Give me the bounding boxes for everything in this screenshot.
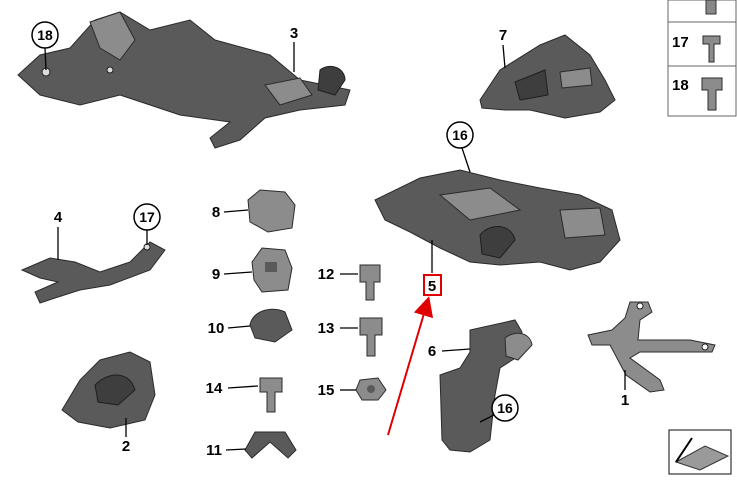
- part-7-housing[interactable]: [479, 34, 616, 119]
- part-15-nut[interactable]: [355, 377, 387, 401]
- leader-11: [225, 448, 247, 451]
- part-13-bolt[interactable]: [359, 317, 383, 357]
- leader-10: [227, 325, 251, 329]
- leader-9: [223, 271, 253, 275]
- callout-15: 15: [318, 382, 335, 399]
- legend-screw-icon: [705, 0, 717, 15]
- hardware-legend: 17 18: [667, 0, 737, 117]
- legend-17: 17: [672, 34, 689, 51]
- callout-3: 3: [290, 25, 298, 42]
- part-5-holder[interactable]: [374, 169, 621, 271]
- part-3-bracket[interactable]: [17, 11, 351, 149]
- highlight-arrow: [387, 296, 434, 436]
- part-12-bolt[interactable]: [359, 264, 381, 301]
- callout-18: 18: [37, 27, 53, 43]
- legend-18: 18: [672, 77, 689, 94]
- leader-7: [502, 44, 506, 69]
- part-4-bracket[interactable]: [20, 241, 166, 304]
- part-8-clip[interactable]: [247, 189, 296, 233]
- part-11-clip[interactable]: [244, 431, 297, 459]
- callout-4: 4: [54, 209, 63, 226]
- part-6-bracket[interactable]: [439, 319, 533, 453]
- callout-9: 9: [212, 266, 220, 283]
- leader-16-bottom: [479, 414, 495, 423]
- leader-8: [223, 209, 249, 213]
- part-9-clip[interactable]: [251, 247, 293, 293]
- highlight-box-5: [423, 274, 442, 296]
- leader-14: [227, 385, 259, 389]
- callout-14: 14: [206, 380, 223, 397]
- callout-7: 7: [499, 27, 507, 44]
- callout-10: 10: [208, 320, 225, 337]
- callout-16b-circle: [491, 394, 519, 422]
- callout-1: 1: [621, 392, 629, 409]
- callout-5[interactable]: 5: [428, 278, 436, 295]
- callout-8: 8: [212, 204, 220, 221]
- callout-6: 6: [428, 343, 436, 360]
- leader-16-top: [461, 147, 471, 173]
- callout-16-bottom: 16: [497, 400, 513, 416]
- callout-11: 11: [206, 442, 222, 459]
- callout-16a-circle: [446, 121, 474, 149]
- part-10-clip[interactable]: [249, 308, 293, 343]
- orientation-arrow-icon: [668, 429, 732, 475]
- callout-16-top: 16: [452, 127, 468, 143]
- leader-6: [441, 348, 471, 352]
- callout-12: 12: [318, 266, 335, 283]
- part-2-holder[interactable]: [61, 351, 156, 429]
- callout-13: 13: [318, 320, 335, 337]
- legend-bolt-17-icon: [702, 35, 721, 63]
- part-14-screw[interactable]: [259, 377, 283, 413]
- callout-2: 2: [122, 438, 130, 455]
- part-1-bracket[interactable]: [587, 301, 716, 393]
- legend-bolt-18-icon: [701, 77, 723, 111]
- leader-18: [44, 47, 47, 71]
- callout-17: 17: [139, 209, 155, 225]
